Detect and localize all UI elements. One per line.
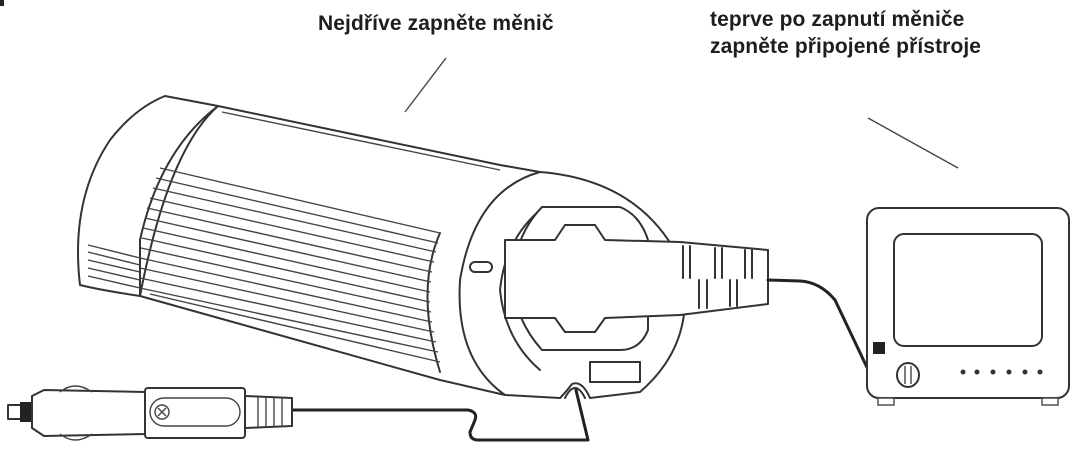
inverter-bottom-edge — [139, 295, 506, 396]
tv-screen — [893, 233, 1043, 347]
ac-plug-icon — [504, 224, 769, 333]
plug-barrel — [31, 389, 146, 437]
car-plug-icon — [7, 385, 293, 441]
tv-knob-icon — [896, 362, 920, 388]
devices-instruction-label: teprve po zapnutí měniče zapněte připoje… — [710, 6, 981, 60]
leader-line-device — [867, 117, 959, 169]
tv-monitor-icon — [866, 207, 1070, 406]
tv-foot-right — [1041, 397, 1059, 406]
power-switch-icon — [589, 361, 641, 383]
devices-instruction-line2: zapněte připojené přístroje — [710, 35, 982, 58]
tv-button-dots — [960, 369, 1043, 375]
corner-mark — [0, 0, 4, 6]
dc-cable — [288, 388, 590, 442]
devices-instruction-line1: teprve po zapnutí měniče — [710, 8, 965, 31]
inverter-instruction-text: Nejdříve zapněte měnič — [318, 12, 554, 35]
plug-tip — [7, 404, 23, 420]
plug-strain-relief — [244, 395, 293, 429]
inverter-instruction-label: Nejdříve zapněte měnič — [318, 10, 554, 37]
inverter-end-cap — [77, 95, 219, 297]
inverter-cooling-fins — [139, 167, 441, 363]
tv-foot-left — [877, 397, 895, 406]
end-cap-vents — [87, 244, 141, 289]
power-led-icon — [469, 261, 493, 273]
leader-line-inverter — [404, 57, 447, 113]
inverter-top-edge — [217, 105, 541, 173]
ac-cable — [766, 278, 874, 380]
tv-power-button — [873, 342, 885, 354]
